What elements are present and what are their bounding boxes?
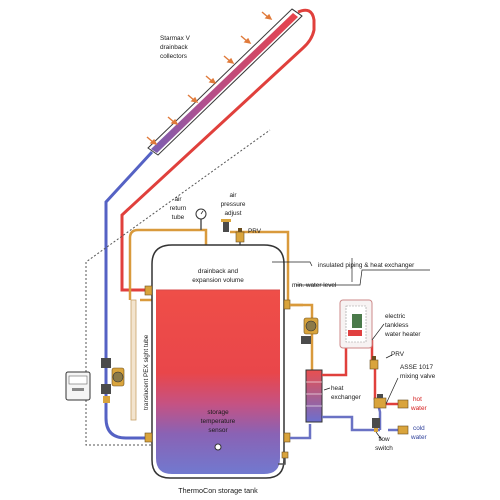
mixing-valve [373, 394, 387, 409]
cold-water-valve [397, 425, 409, 435]
label-insulated: insulated piping & heat exchanger [318, 262, 415, 269]
storage-tank [151, 244, 285, 479]
label-electric-1: electric [385, 313, 406, 320]
label-drainback-1: drainback and [198, 268, 239, 275]
label-prv-top: PRV [248, 228, 262, 235]
flow-switch [372, 418, 380, 432]
label-asse-1: ASSE 1017 [400, 364, 433, 371]
drainback-collector [147, 8, 303, 156]
label-sensor-3: sensor [208, 427, 228, 434]
label-air-return-1: air [174, 196, 182, 203]
air-pressure-valve [221, 219, 231, 232]
label-electric-3: water heater [384, 331, 421, 338]
label-drainback-2: expansion volume [192, 277, 244, 284]
solar-controller [65, 371, 91, 401]
label-min-water: min. water level [292, 282, 336, 289]
label-heat-exchanger-1: heat [331, 385, 344, 392]
pex-sight-tube [130, 299, 137, 421]
sensor-wire [85, 129, 271, 446]
label-air-return-2: return [170, 205, 187, 212]
label-asse-2: mixing valve [400, 373, 436, 380]
label-collectors-1: Starmax V [160, 35, 191, 42]
label-sensor-2: temperature [201, 418, 236, 425]
label-sight-tube: translucent PEX sight tube [143, 334, 150, 410]
label-air-return-3: tube [172, 214, 185, 221]
label-heat-exchanger-2: exchanger [331, 394, 362, 401]
electric-tankless-heater [339, 299, 373, 349]
tank-drain-valve [278, 451, 289, 465]
leader-lines [272, 258, 430, 441]
label-hot-2: water [410, 405, 427, 412]
temperature-sensor [214, 443, 222, 451]
hx-pump [301, 317, 319, 344]
label-electric-2: tankless [385, 322, 408, 329]
label-cold-2: water [410, 434, 427, 441]
label-cold-1: cold [413, 425, 425, 432]
pressure-gauge [195, 208, 207, 230]
label-air-pressure-2: pressure [221, 201, 246, 208]
pump-assembly [101, 358, 125, 403]
label-air-pressure-3: adjust [224, 210, 241, 217]
label-sensor-1: storage [207, 409, 229, 416]
collector-supply-pipe [104, 150, 154, 440]
heat-exchanger-piping [290, 303, 314, 440]
hot-water-valve [397, 399, 409, 409]
label-tank-title: ThermoCon storage tank [178, 486, 258, 495]
label-hot-1: hot [413, 396, 422, 403]
labels: Starmax V drainback collectors air retur… [143, 35, 436, 495]
tank-fittings [144, 285, 291, 443]
heat-exchanger [305, 369, 323, 423]
sun-heat-arrows [146, 11, 273, 145]
label-collectors-3: collectors [160, 53, 187, 60]
label-flow-1: flow [378, 436, 390, 443]
label-collectors-2: drainback [160, 44, 189, 51]
prv-right-valve [369, 356, 379, 370]
collector-return-pipe [120, 8, 316, 292]
label-flow-2: switch [375, 445, 393, 452]
label-prv-right: PRV [391, 351, 405, 358]
label-air-pressure-1: air [229, 192, 237, 199]
